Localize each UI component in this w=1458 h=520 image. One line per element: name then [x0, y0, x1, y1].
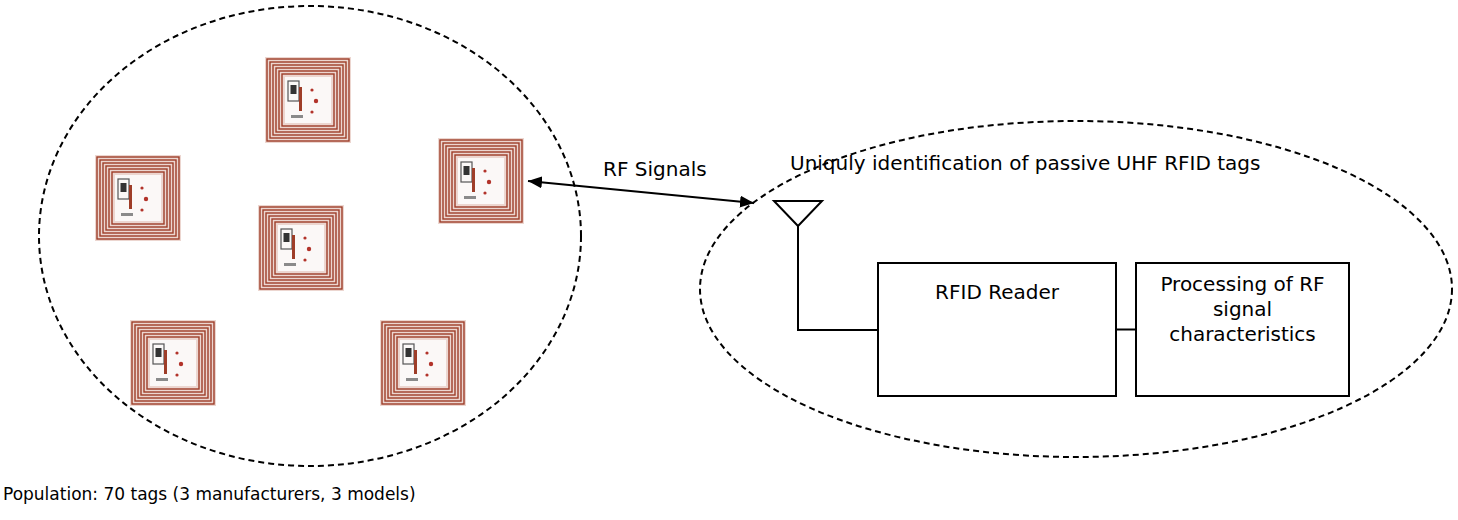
signal-label: RF Signals [600, 157, 710, 182]
population-label: Population: 70 tags (3 manufacturers, 3 … [3, 484, 416, 505]
rfid-tag [438, 138, 524, 224]
signal-arrow [528, 181, 754, 203]
rfid-tag [265, 57, 351, 143]
rfid-tag [95, 155, 181, 241]
connector-line [1117, 329, 1135, 331]
rfid-tag [258, 205, 344, 291]
identification-region: Uniquly identification of passive UHF RF… [697, 118, 1455, 460]
box-label: Processing of RF signal characteristics [1159, 272, 1327, 347]
box-label: RFID Reader [935, 280, 1059, 305]
processing-box: Processing of RF signal characteristics [1135, 262, 1350, 397]
reader-box: RFID Reader [877, 262, 1117, 397]
antenna-symbol [774, 201, 822, 226]
region-title: Uniquly identification of passive UHF RF… [790, 151, 1260, 176]
region-outline [3, 3, 588, 515]
tag-population-region: Population: 70 tags (3 manufacturers, 3 … [3, 3, 588, 515]
rfid-tag [130, 320, 216, 406]
antenna-wire [798, 226, 878, 330]
rfid-tag [380, 320, 466, 406]
